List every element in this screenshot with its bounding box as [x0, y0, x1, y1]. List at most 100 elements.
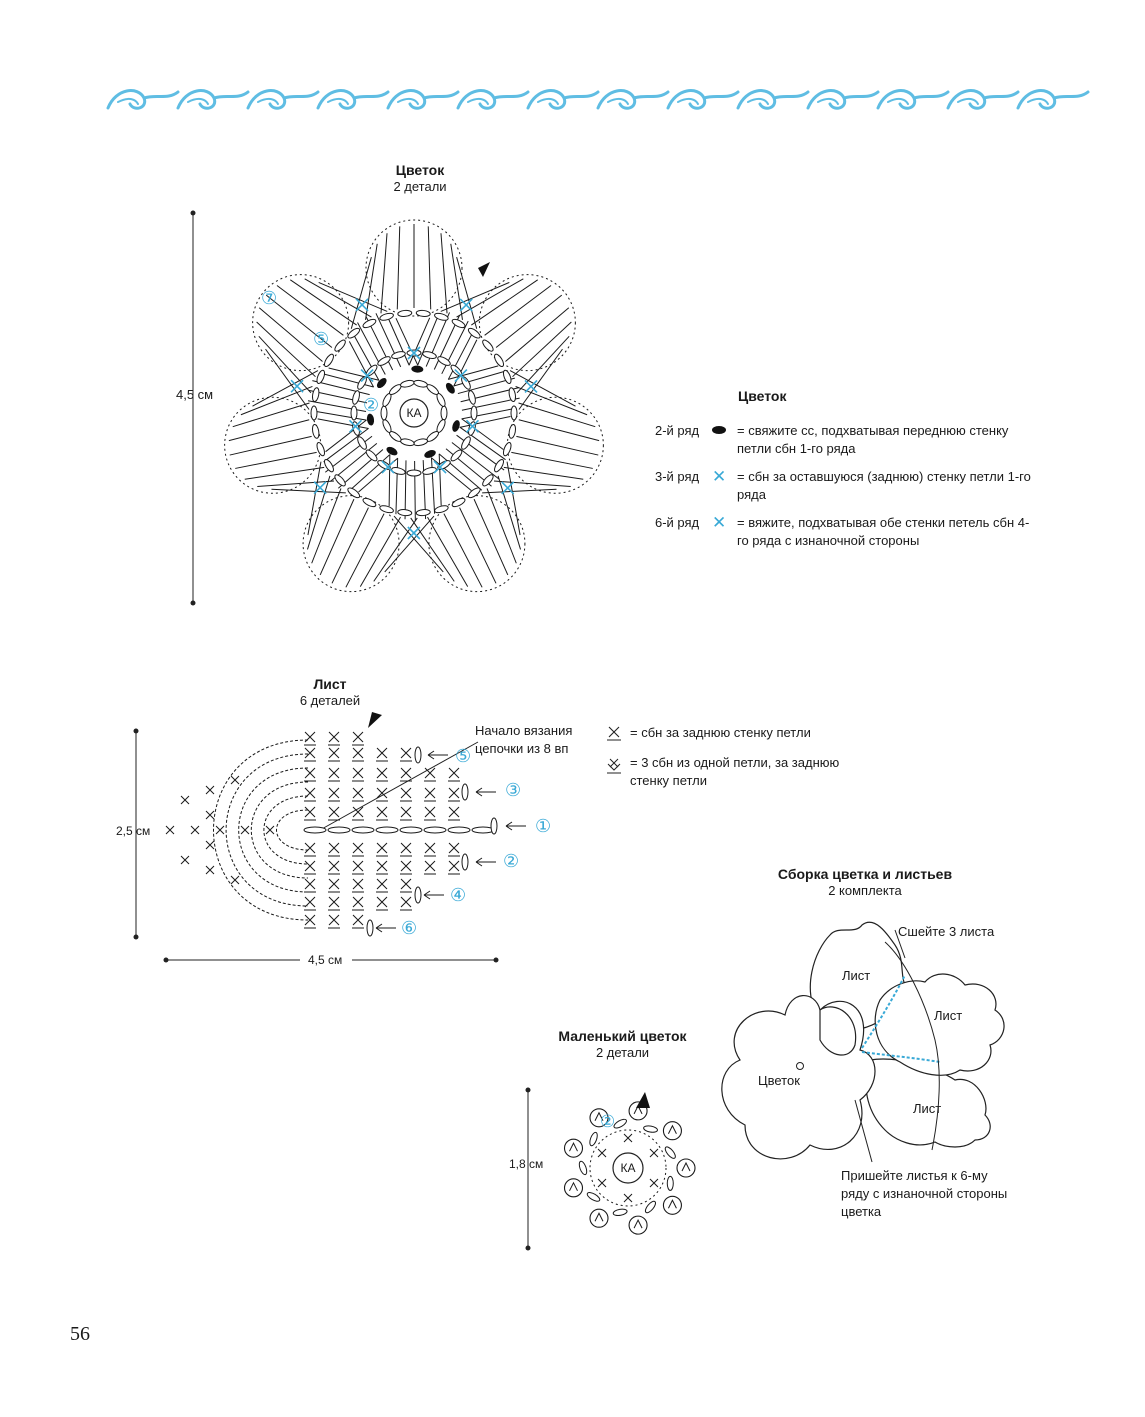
sc-back-loop-stitch	[328, 914, 340, 929]
flower-row-2-marker: ②	[363, 395, 380, 415]
outer-petal-outline	[365, 219, 463, 317]
cross-cyan-icon: ✕	[712, 513, 727, 532]
chain-stitch	[434, 505, 449, 514]
sc-back-loop-stitch	[400, 842, 412, 857]
sc-back-loop-stitch	[448, 860, 460, 875]
sc-back-loop-stitch	[400, 767, 412, 782]
sc-back-loop-stitch	[328, 787, 340, 802]
border-swirl	[386, 89, 460, 110]
sc-back-loop-stitch	[376, 878, 388, 893]
border-swirl-inner	[117, 97, 139, 105]
cyan-cross-stitch	[290, 379, 304, 393]
chain-stitch	[494, 458, 505, 473]
leaf-legend-text-1: = сбн за заднюю стенку петли	[630, 725, 811, 740]
sc-back-loop-stitch	[352, 767, 364, 782]
sc-back-loop-stitch	[448, 842, 460, 857]
sc-stitch	[165, 825, 175, 835]
chain-stitch	[310, 405, 318, 421]
border-swirl	[246, 89, 320, 110]
chain-stitch	[316, 369, 326, 384]
dc-stitch	[505, 307, 570, 362]
chain-stitch	[643, 1125, 658, 1133]
sc-back-loop-stitch	[304, 896, 316, 911]
slip-stitch	[411, 365, 424, 373]
sc-back-loop-stitch	[400, 806, 412, 821]
small-flower-row-2-marker: ②	[600, 1112, 616, 1131]
border-swirl	[526, 89, 600, 110]
picot-cluster	[589, 1208, 609, 1228]
chain-stitch	[362, 318, 377, 329]
sc-back-loop-stitch	[376, 767, 388, 782]
sc-stitch	[190, 825, 200, 835]
sc-back-loop-stitch	[352, 806, 364, 821]
dc-stitch	[518, 402, 596, 428]
sc-stitch	[205, 840, 215, 850]
slip-stitch	[386, 446, 398, 456]
chain-stitch	[316, 442, 326, 457]
assembly-title: Сборка цветка и листьев	[777, 866, 953, 882]
chain-stitch	[589, 1131, 598, 1147]
sc-back-loop-stitch	[376, 806, 388, 821]
sc-back-loop-stitch	[400, 787, 412, 802]
sc-back-loop-stitch	[328, 747, 340, 762]
sc-stitch	[230, 775, 240, 785]
dc-stitch	[388, 454, 391, 507]
picot-cluster	[563, 1178, 584, 1198]
dc-stitch	[232, 402, 310, 428]
border-swirl-inner	[1027, 97, 1049, 105]
sc-back-loop-stitch	[376, 896, 388, 911]
dc-stitch	[359, 516, 401, 587]
assembly-sew-note: Сшейте 3 листа	[898, 924, 995, 939]
chain-stitch	[399, 826, 423, 834]
dc-stitch	[459, 416, 511, 428]
chain-stitch	[379, 505, 394, 514]
dc-stitch	[448, 365, 499, 380]
assembly-leaf-label-3: Лист	[913, 1101, 942, 1116]
dc-stitch	[331, 507, 369, 584]
cross-cyan-icon: ✕	[712, 467, 727, 486]
chain-stitch	[423, 826, 447, 834]
turning-chain	[461, 783, 469, 801]
sc-back-loop-stitch	[424, 860, 436, 875]
sc-stitch	[215, 825, 225, 835]
leaf-row-5-marker: ⑤	[455, 746, 472, 766]
dc-stitch	[256, 321, 316, 378]
sc-back-loop-stitch	[352, 731, 364, 746]
flower-row-5-marker: ⑤	[313, 329, 330, 349]
assembly-leaf-label-2: Лист	[934, 1008, 963, 1023]
sc-back-loop-stitch	[304, 860, 316, 875]
chain-stitch	[436, 393, 446, 407]
sc-back-loop-stitch	[424, 787, 436, 802]
chain-stitch	[334, 474, 346, 487]
chain-stitch	[494, 353, 505, 368]
leaf-row-arc	[213, 739, 309, 921]
picot-cluster	[589, 1108, 609, 1128]
leaf-start-note: Начало вязания цепочки из 8 вп	[475, 723, 573, 756]
outer-petal-outline	[252, 274, 350, 372]
border-swirl-inner	[537, 97, 559, 105]
border-swirl-inner	[957, 97, 979, 105]
chain-stitch	[508, 423, 517, 439]
chain-stitch	[379, 312, 394, 321]
chain-stitch	[613, 1118, 627, 1129]
sc-back-loop-stitch	[400, 860, 412, 875]
small-flower-size-label: 1,8 см	[509, 1157, 544, 1171]
leaf-row-4-marker: ④	[450, 885, 467, 905]
turning-chain	[414, 886, 422, 904]
oval-filled-icon	[712, 426, 726, 434]
legend-row-text: = сбн за оставшуюся (заднюю) стенку петл…	[737, 469, 1031, 502]
legend-row-label: 6-й ряд	[655, 515, 700, 530]
dc-stitch	[495, 294, 563, 348]
dc-stitch	[307, 461, 322, 536]
border-swirl	[596, 89, 670, 110]
sc-back-loop-stitch	[376, 747, 388, 762]
page-number: 56	[70, 1323, 90, 1345]
cyan-cross-stitch	[501, 481, 515, 495]
chain-stitch	[644, 1200, 657, 1214]
sc-stitch	[623, 1193, 633, 1203]
chain-stitch	[470, 405, 478, 421]
dc-stitch	[319, 498, 355, 576]
sc-stitch	[230, 875, 240, 885]
dc-stitch	[289, 279, 357, 326]
